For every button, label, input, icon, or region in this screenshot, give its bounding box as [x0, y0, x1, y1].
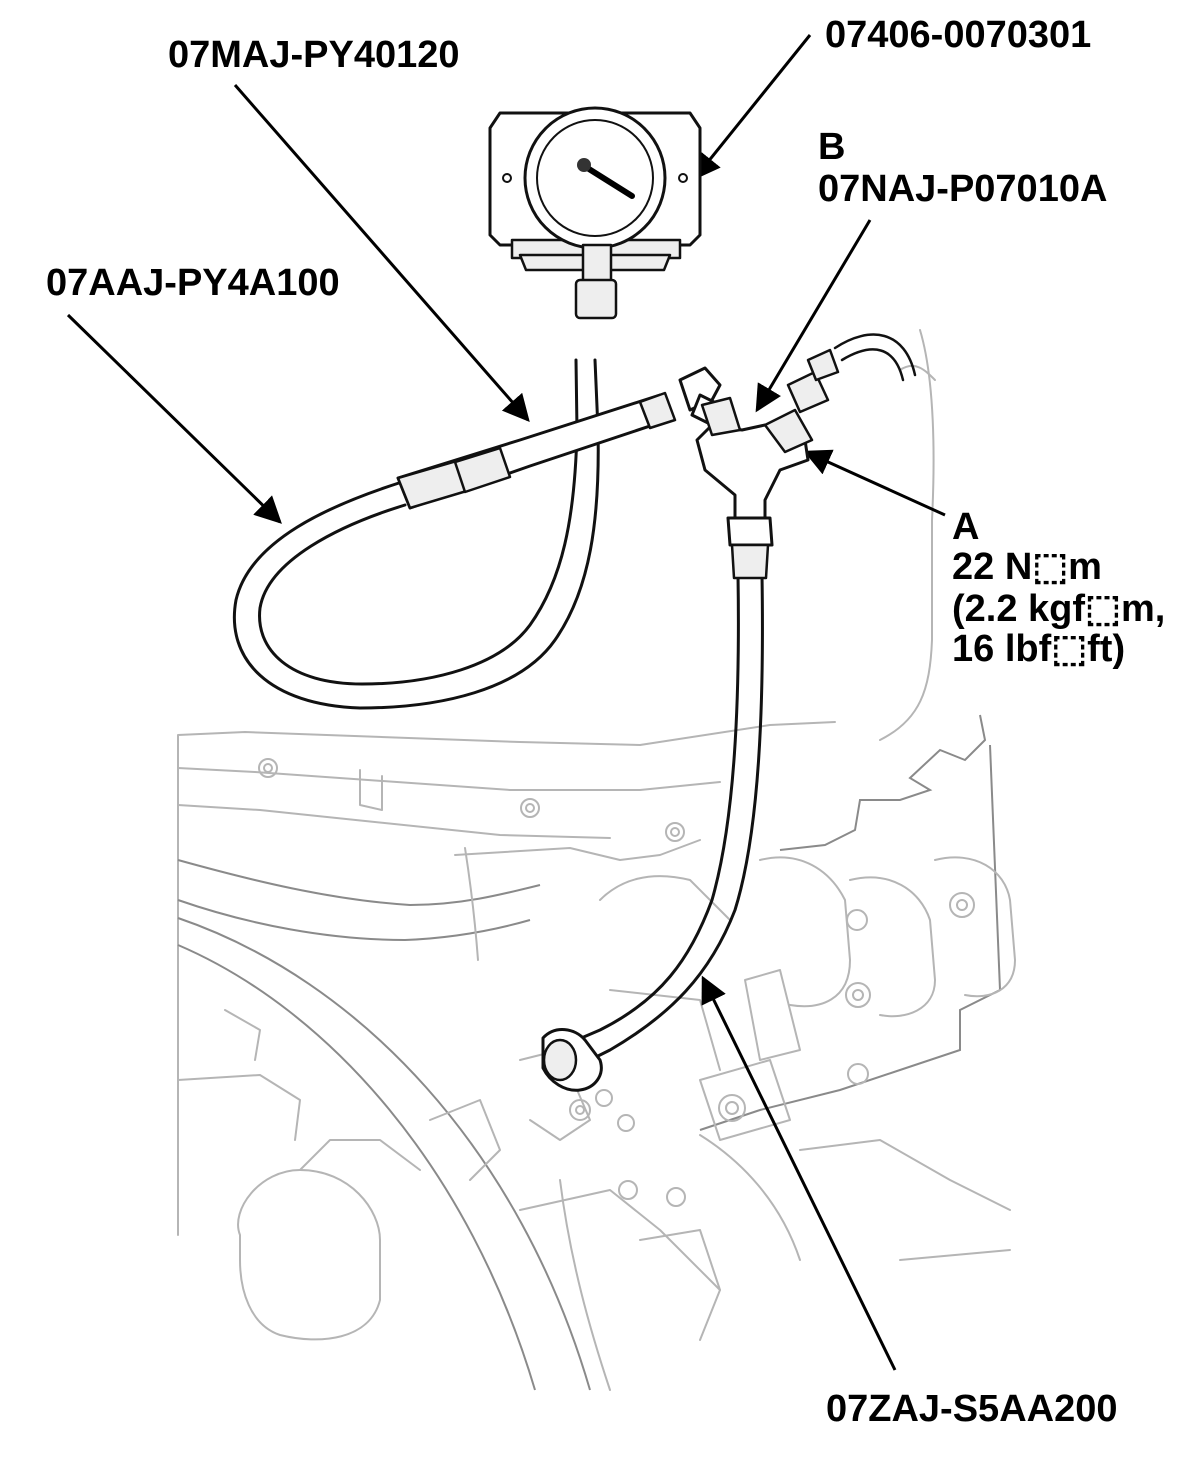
leader-lines — [66, 34, 946, 1371]
leader-callout-a — [803, 449, 946, 517]
leader-callout-b — [755, 219, 872, 413]
hoses — [233, 333, 917, 1067]
torque-kgf-label: (2.2 kgf⬚m, — [952, 588, 1166, 630]
pressure-gauge-icon — [488, 106, 702, 320]
engine-block-illustration — [177, 329, 1016, 1391]
leader-lower-hose — [701, 975, 897, 1371]
leader-gauge — [693, 34, 812, 181]
callout-a-letter: A — [952, 506, 980, 548]
fuel-rail-fitting — [541, 1028, 603, 1092]
callout-b-part-label: 07NAJ-P07010A — [818, 168, 1108, 210]
torque-nm-label: 22 N⬚m — [952, 546, 1102, 588]
leader-adapter-hose — [233, 84, 530, 423]
torque-lbf-label: 16 lbf⬚ft) — [952, 628, 1126, 670]
adapter-hose-part-label: 07MAJ-PY40120 — [168, 34, 460, 76]
tee-fitting — [695, 348, 840, 580]
leader-hose — [66, 313, 282, 524]
hose-part-label: 07AAJ-PY4A100 — [46, 262, 340, 304]
gauge-part-label: 07406-0070301 — [825, 14, 1092, 56]
adapter-hose-part — [396, 366, 732, 510]
callout-b-letter: B — [818, 126, 846, 168]
lower-hose-part-label: 07ZAJ-S5AA200 — [826, 1388, 1118, 1430]
